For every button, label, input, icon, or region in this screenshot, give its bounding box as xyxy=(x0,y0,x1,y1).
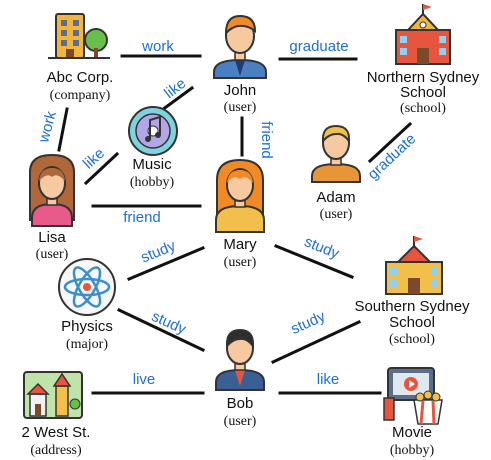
node-name: Music xyxy=(132,156,172,173)
relation-label: like xyxy=(317,371,340,388)
man-avatar-icon xyxy=(311,124,361,183)
node-type: (major) xyxy=(66,337,108,352)
node-mary: Mary (user) xyxy=(215,158,265,270)
node-type: (user) xyxy=(320,207,353,222)
edge-physics-bob xyxy=(117,308,205,352)
node-name: Mary xyxy=(223,236,257,253)
node-name: Northern Sydney xyxy=(367,69,480,86)
movie-popcorn-icon xyxy=(383,367,443,425)
node-lisa: Lisa (user) xyxy=(29,153,75,262)
node-abc-corp: Abc Corp. (company) xyxy=(47,13,114,103)
woman-avatar-icon xyxy=(215,158,265,233)
school-building-icon xyxy=(395,4,451,65)
edge-lisa-music xyxy=(83,151,120,186)
node-name: School xyxy=(400,84,446,101)
node-name: School xyxy=(389,314,435,331)
node-movie: Movie (hobby) xyxy=(383,367,443,458)
edge-adam-northern xyxy=(367,121,413,164)
node-southern-sydney-school: Southern Sydney School (school) xyxy=(354,236,470,347)
node-type: (company) xyxy=(50,88,111,103)
edge-mary-physics xyxy=(127,246,205,281)
atom-icon xyxy=(58,258,116,316)
node-name: Lisa xyxy=(38,229,66,246)
edge-john-music xyxy=(159,85,195,113)
node-john: John (user) xyxy=(213,14,267,115)
node-type: (school) xyxy=(389,332,435,347)
node-adam: Adam (user) xyxy=(311,124,361,222)
node-type: (hobby) xyxy=(130,175,175,190)
node-name: Movie xyxy=(392,424,432,441)
office-building-icon xyxy=(48,13,110,59)
node-type: (user) xyxy=(224,414,257,429)
node-type: (user) xyxy=(36,247,69,262)
node-name: John xyxy=(224,82,257,99)
node-name: Southern Sydney xyxy=(354,298,470,315)
node-type: (hobby) xyxy=(390,443,435,458)
relation-label: study xyxy=(288,308,328,338)
node-name: Bob xyxy=(227,395,254,412)
relation-label: work xyxy=(141,38,174,55)
edge-bob-southern xyxy=(271,320,361,364)
relation-label: live xyxy=(133,371,156,388)
man-avatar-icon xyxy=(213,14,267,79)
music-note-icon xyxy=(128,106,178,156)
node-type: (address) xyxy=(30,443,82,458)
node-name: Abc Corp. xyxy=(47,69,114,86)
relation-label: like xyxy=(161,75,189,102)
node-2-west-st: 2 West St. (address) xyxy=(22,371,91,458)
node-northern-sydney-school: Northern Sydney School (school) xyxy=(367,4,480,116)
relation-label: friend xyxy=(123,209,161,226)
edge-abc-lisa xyxy=(57,107,69,152)
school-building-icon xyxy=(385,236,443,295)
relation-label: friend xyxy=(258,121,275,159)
node-type: (user) xyxy=(224,100,257,115)
man-avatar-icon xyxy=(215,328,265,391)
node-music: Music (hobby) xyxy=(128,106,178,190)
relation-label: graduate xyxy=(289,38,348,55)
edge-mary-southern xyxy=(274,244,354,279)
node-name: Adam xyxy=(316,189,355,206)
node-name: Physics xyxy=(61,318,113,335)
woman-avatar-icon xyxy=(29,153,75,227)
node-bob: Bob (user) xyxy=(215,328,265,429)
node-physics: Physics (major) xyxy=(58,258,116,352)
relation-label: work xyxy=(35,109,60,145)
node-type: (user) xyxy=(224,255,257,270)
town-icon xyxy=(23,371,83,419)
edges xyxy=(57,54,413,395)
node-name: 2 West St. xyxy=(22,424,91,441)
node-type: (school) xyxy=(400,101,446,116)
